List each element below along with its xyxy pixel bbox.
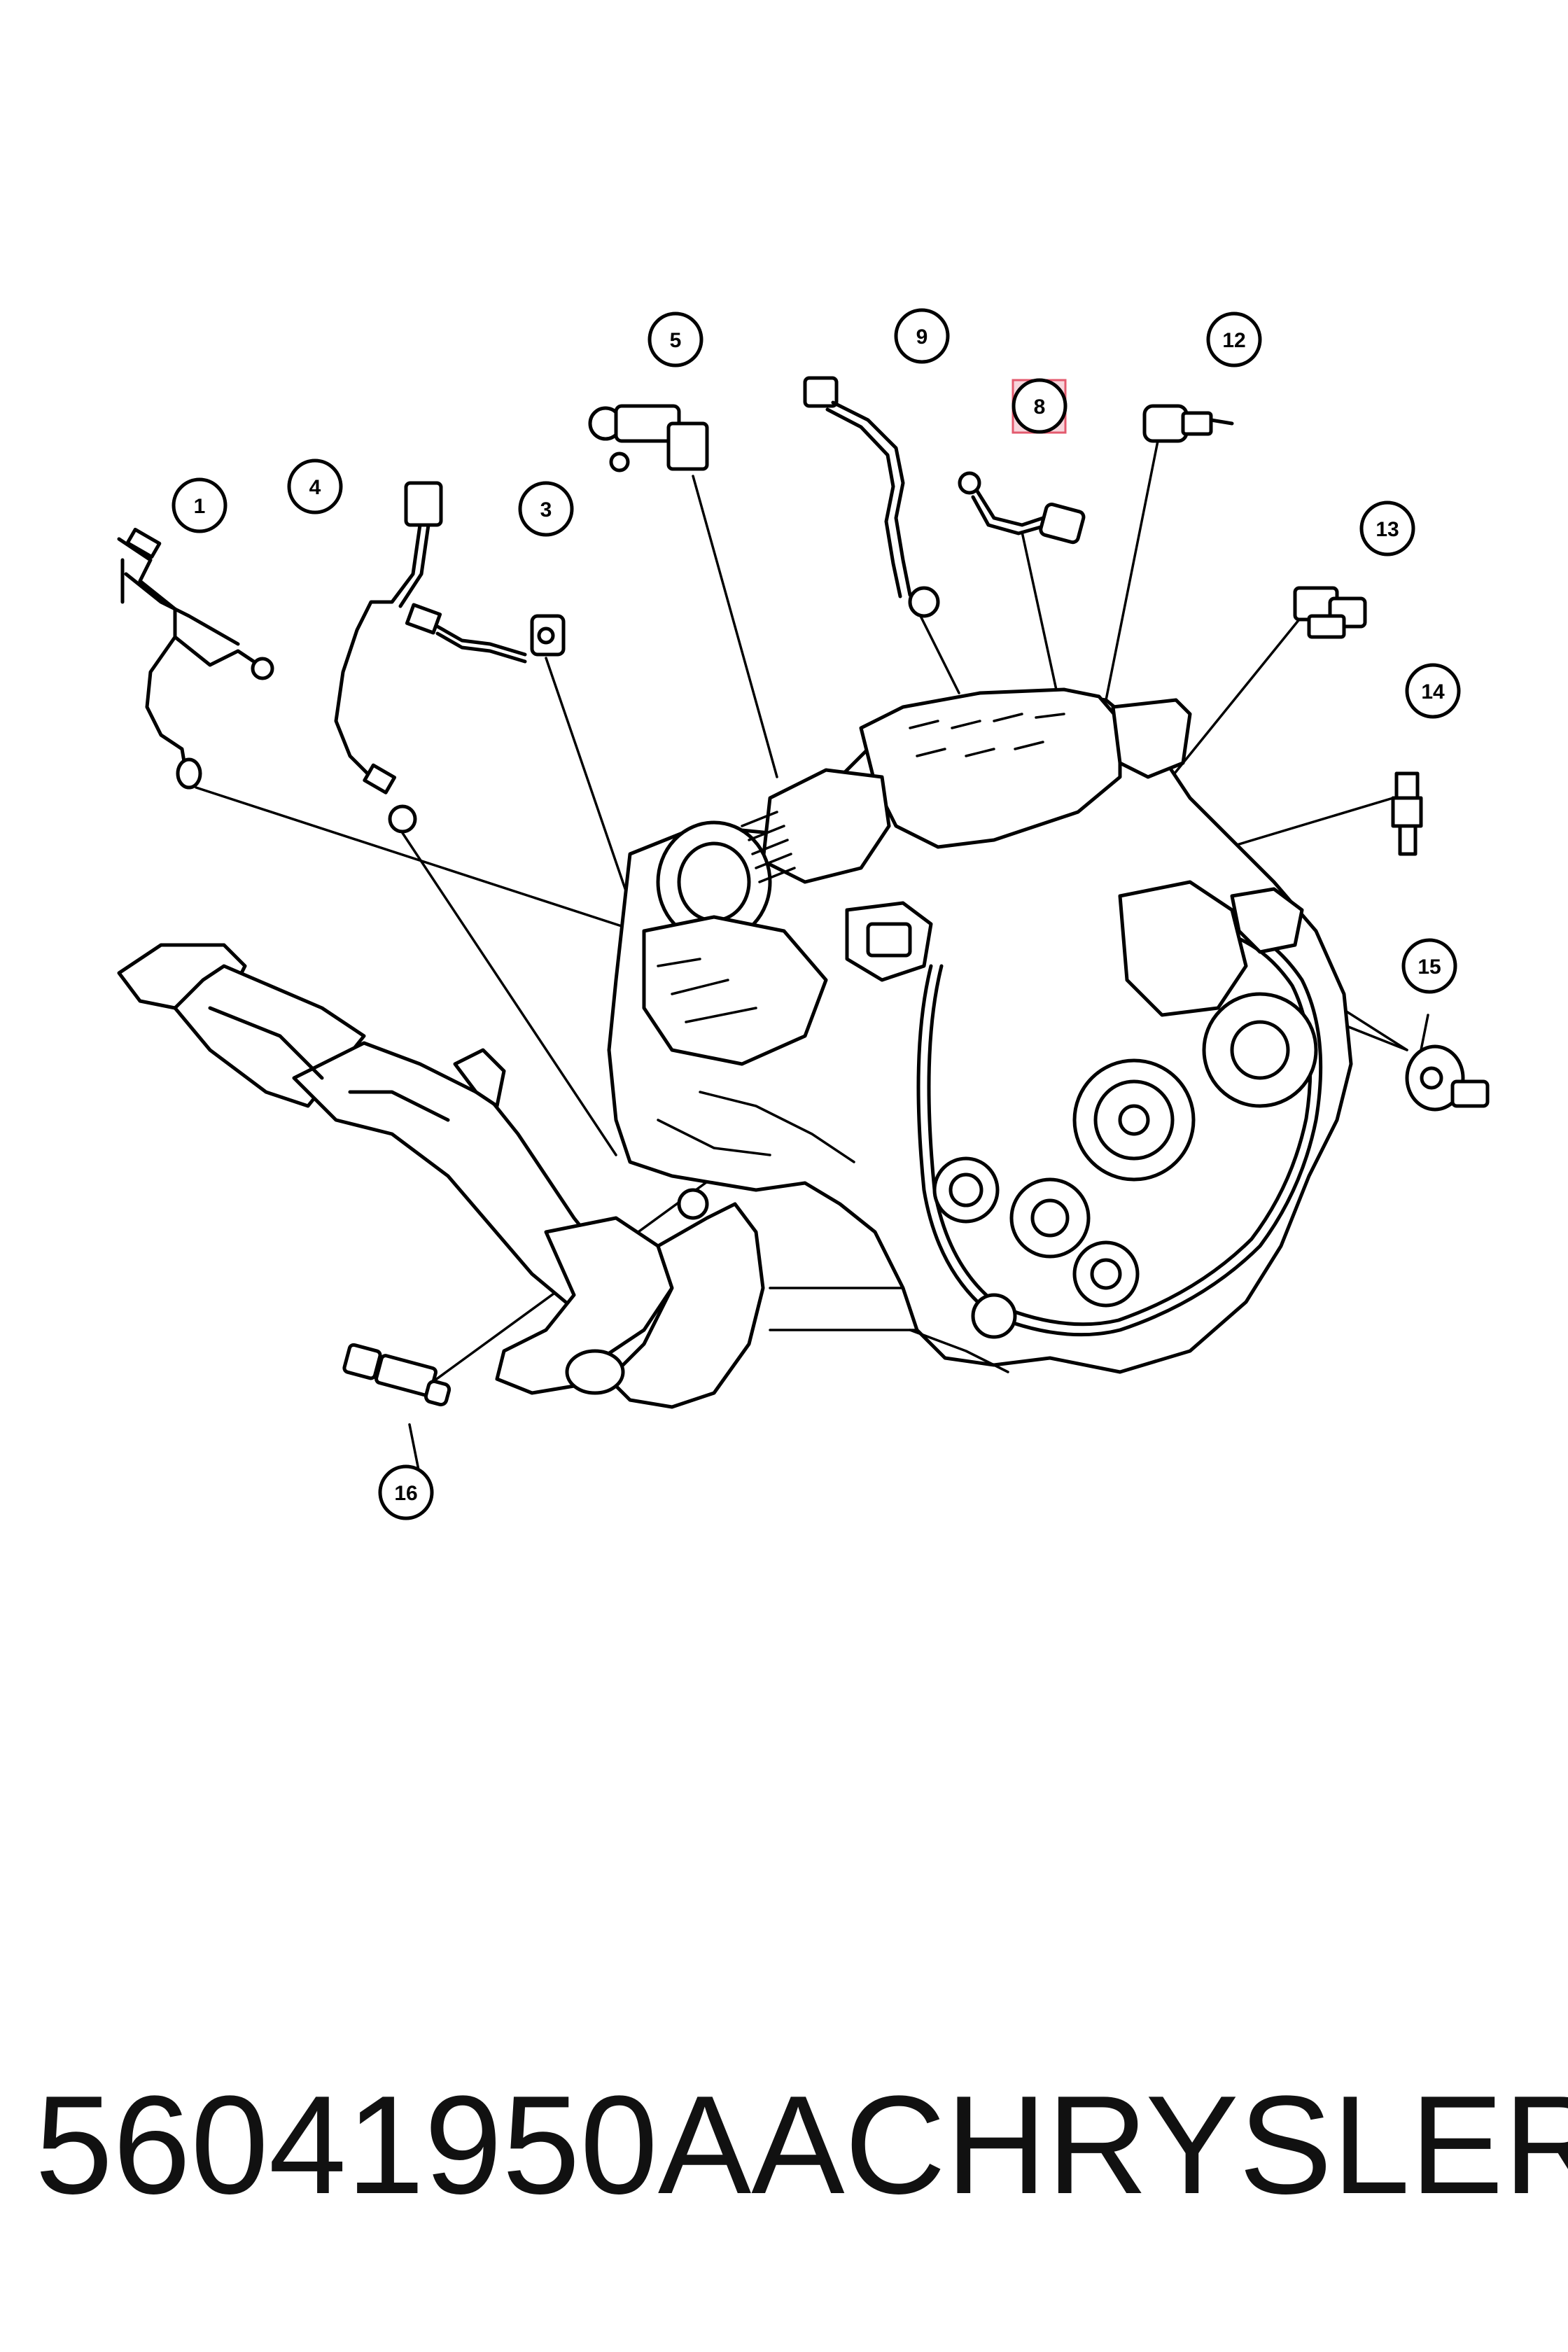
part-12-sensor	[1142, 404, 1234, 443]
svg-text:8: 8	[1034, 396, 1046, 419]
brand-name: CHRYSLER	[844, 2067, 1568, 2223]
exhaust-pipe-assembly	[117, 943, 765, 1409]
svg-text:1: 1	[194, 495, 206, 518]
part-9-sensor-pigtail	[803, 376, 940, 618]
callout-12[interactable]: 12	[1206, 312, 1262, 368]
svg-text:4: 4	[309, 476, 321, 499]
svg-text:15: 15	[1418, 955, 1441, 979]
part-14-temp-sensor	[1391, 771, 1423, 856]
callout-16[interactable]: 16	[378, 1464, 434, 1520]
callout-9[interactable]: 9	[894, 308, 950, 364]
svg-text:9: 9	[916, 326, 928, 349]
callout-5[interactable]: 5	[648, 312, 704, 368]
svg-text:12: 12	[1222, 329, 1245, 352]
callout-13[interactable]: 13	[1359, 500, 1415, 556]
part-16-crank-sensor	[342, 1343, 451, 1407]
callout-3[interactable]: 3	[518, 481, 574, 537]
part-13-map-sensor	[1293, 586, 1367, 639]
part-3-sensor	[405, 603, 566, 664]
callout-8[interactable]: 8	[1011, 378, 1068, 434]
part-caption: 56041950AA CHRYSLER	[35, 2067, 1568, 2223]
part-number: 56041950AA	[35, 2067, 845, 2223]
callout-4[interactable]: 4	[287, 458, 343, 514]
svg-text:16: 16	[394, 1482, 417, 1505]
callout-14[interactable]: 14	[1405, 663, 1461, 719]
svg-text:3: 3	[540, 498, 552, 522]
callout-1[interactable]: 1	[172, 477, 227, 533]
part-4-oxygen-sensor	[334, 481, 443, 834]
callout-15[interactable]: 15	[1401, 938, 1457, 994]
part-1-wiring-harness	[117, 527, 274, 790]
callouts: 1 3 4 5 8 9 12 13	[172, 308, 1461, 1520]
svg-text:13: 13	[1376, 518, 1399, 541]
engine-block	[607, 687, 1353, 1374]
part-8-sensor	[958, 471, 1086, 545]
part-15-sensor	[1405, 1044, 1490, 1112]
part-5-camshaft-sensor	[588, 404, 709, 472]
svg-text:5: 5	[670, 329, 682, 352]
svg-text:14: 14	[1421, 680, 1445, 704]
